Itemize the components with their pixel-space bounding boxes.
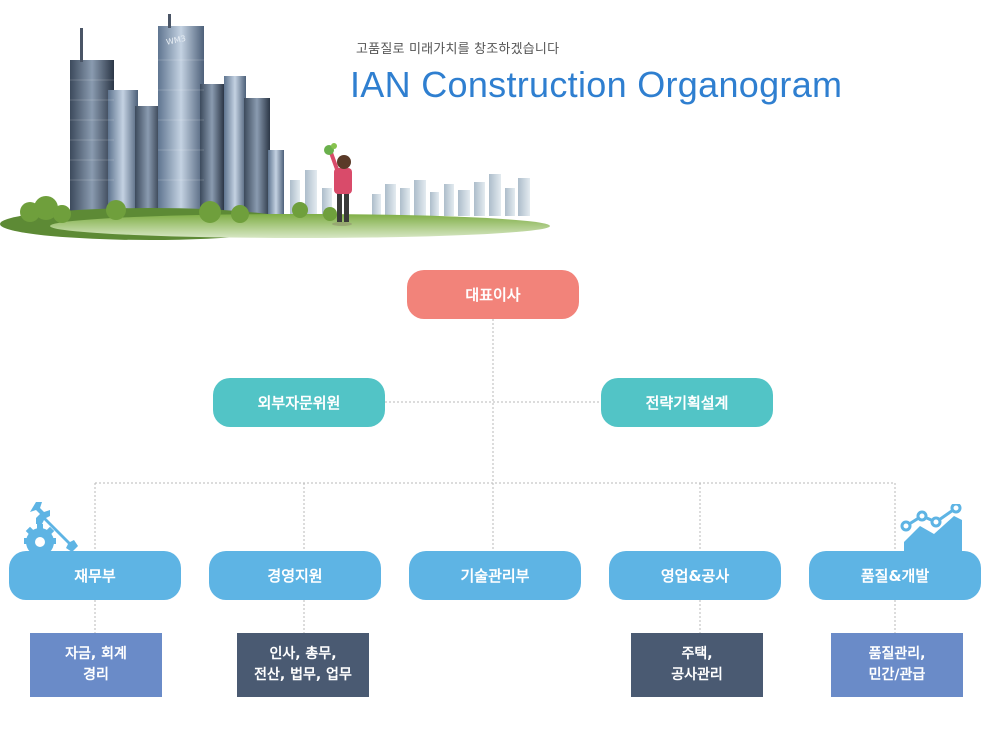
svg-text:WM3: WM3 xyxy=(165,34,186,47)
dept-management-support: 경영지원 xyxy=(209,551,381,600)
sub-management-line-2: 전산, 법무, 업무 xyxy=(254,667,352,683)
dept-finance: 재무부 xyxy=(9,551,181,600)
sub-quality-line-2: 민간/관급 xyxy=(868,667,926,683)
sub-quality-line-1: 품질관리, xyxy=(868,646,926,662)
page-title: IAN Construction Organogram xyxy=(350,64,843,105)
sub-management-line-1: 인사, 총무, xyxy=(269,646,337,662)
gear-wrench-icon xyxy=(24,502,78,556)
child-figure xyxy=(324,143,352,226)
city-skyline-illustration: WM3 xyxy=(0,14,550,240)
dept-sales-construction: 영업&공사 xyxy=(609,551,781,600)
sub-sales-construction: 주택, 공사관리 xyxy=(631,633,763,697)
sub-sales-line-2: 공사관리 xyxy=(671,667,723,683)
ceo-node: 대표이사 xyxy=(407,270,579,319)
sub-finance: 자금, 회계 경리 xyxy=(30,633,162,697)
sub-management-support: 인사, 총무, 전산, 법무, 업무 xyxy=(237,633,369,697)
advisors-node: 외부자문위원 xyxy=(213,378,385,427)
sub-sales-line-1: 주택, xyxy=(681,646,713,662)
trend-chart-icon xyxy=(900,504,962,554)
sub-quality-development: 품질관리, 민간/관급 xyxy=(831,633,963,697)
dept-quality-development: 품질&개발 xyxy=(809,551,981,600)
dept-technical-management: 기술관리부 xyxy=(409,551,581,600)
tagline: 고품질로 미래가치를 창조하겠습니다 xyxy=(356,42,560,57)
strategy-node: 전략기획설계 xyxy=(601,378,773,427)
sub-finance-line-1: 자금, 회계 xyxy=(65,646,127,662)
sub-finance-line-2: 경리 xyxy=(83,667,109,683)
